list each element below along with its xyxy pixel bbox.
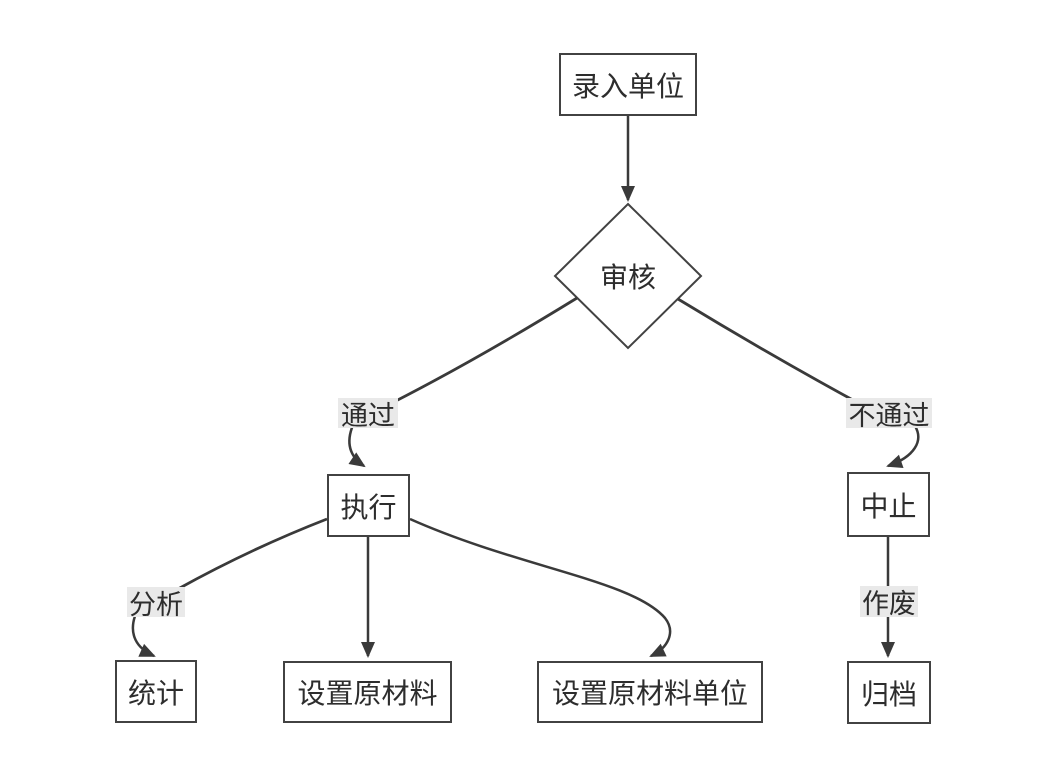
edge-label-fail: 不通过 [846, 398, 932, 431]
node-archive: 归档 [847, 661, 931, 724]
node-entry-unit-label: 录入单位 [571, 70, 684, 102]
edge-review-to-fail-label [677, 297, 863, 407]
edge-analyze-label-to-statistics [131, 615, 156, 658]
node-execute-label: 执行 [340, 491, 397, 523]
node-abort: 中止 [847, 472, 930, 537]
edge-label-pass: 通过 [338, 398, 398, 431]
edge-label-void-text: 作废 [862, 589, 916, 619]
node-archive-label: 归档 [860, 678, 917, 710]
node-set-raw-material-label: 设置原材料 [297, 678, 438, 709]
decision-diamond-shape [553, 202, 703, 350]
edge-execute-to-set-raw-material-unit [409, 517, 672, 658]
node-entry-unit: 录入单位 [559, 53, 697, 116]
node-review: 审核 [568, 256, 688, 296]
node-statistics: 统计 [115, 660, 197, 723]
node-statistics-label: 统计 [127, 677, 184, 709]
edge-label-analyze: 分析 [127, 587, 185, 620]
node-review-label: 审核 [599, 262, 656, 293]
node-set-raw-material-unit: 设置原材料单位 [537, 661, 763, 723]
edge-label-void: 作废 [860, 586, 918, 619]
edge-label-pass-text: 通过 [341, 400, 395, 431]
node-execute: 执行 [327, 474, 410, 537]
node-set-raw-material-unit-label: 设置原材料单位 [551, 678, 748, 709]
edge-label-analyze-text: 分析 [129, 589, 183, 620]
edge-fail-label-to-abort [886, 425, 920, 469]
edge-review-to-pass-label [377, 296, 578, 412]
edge-execute-to-analyze-label [177, 517, 328, 591]
edge-label-fail-text: 不通过 [848, 400, 930, 431]
node-abort-label: 中止 [860, 490, 917, 522]
edge-pass-label-to-execute [348, 424, 366, 468]
node-set-raw-material: 设置原材料 [283, 661, 452, 723]
